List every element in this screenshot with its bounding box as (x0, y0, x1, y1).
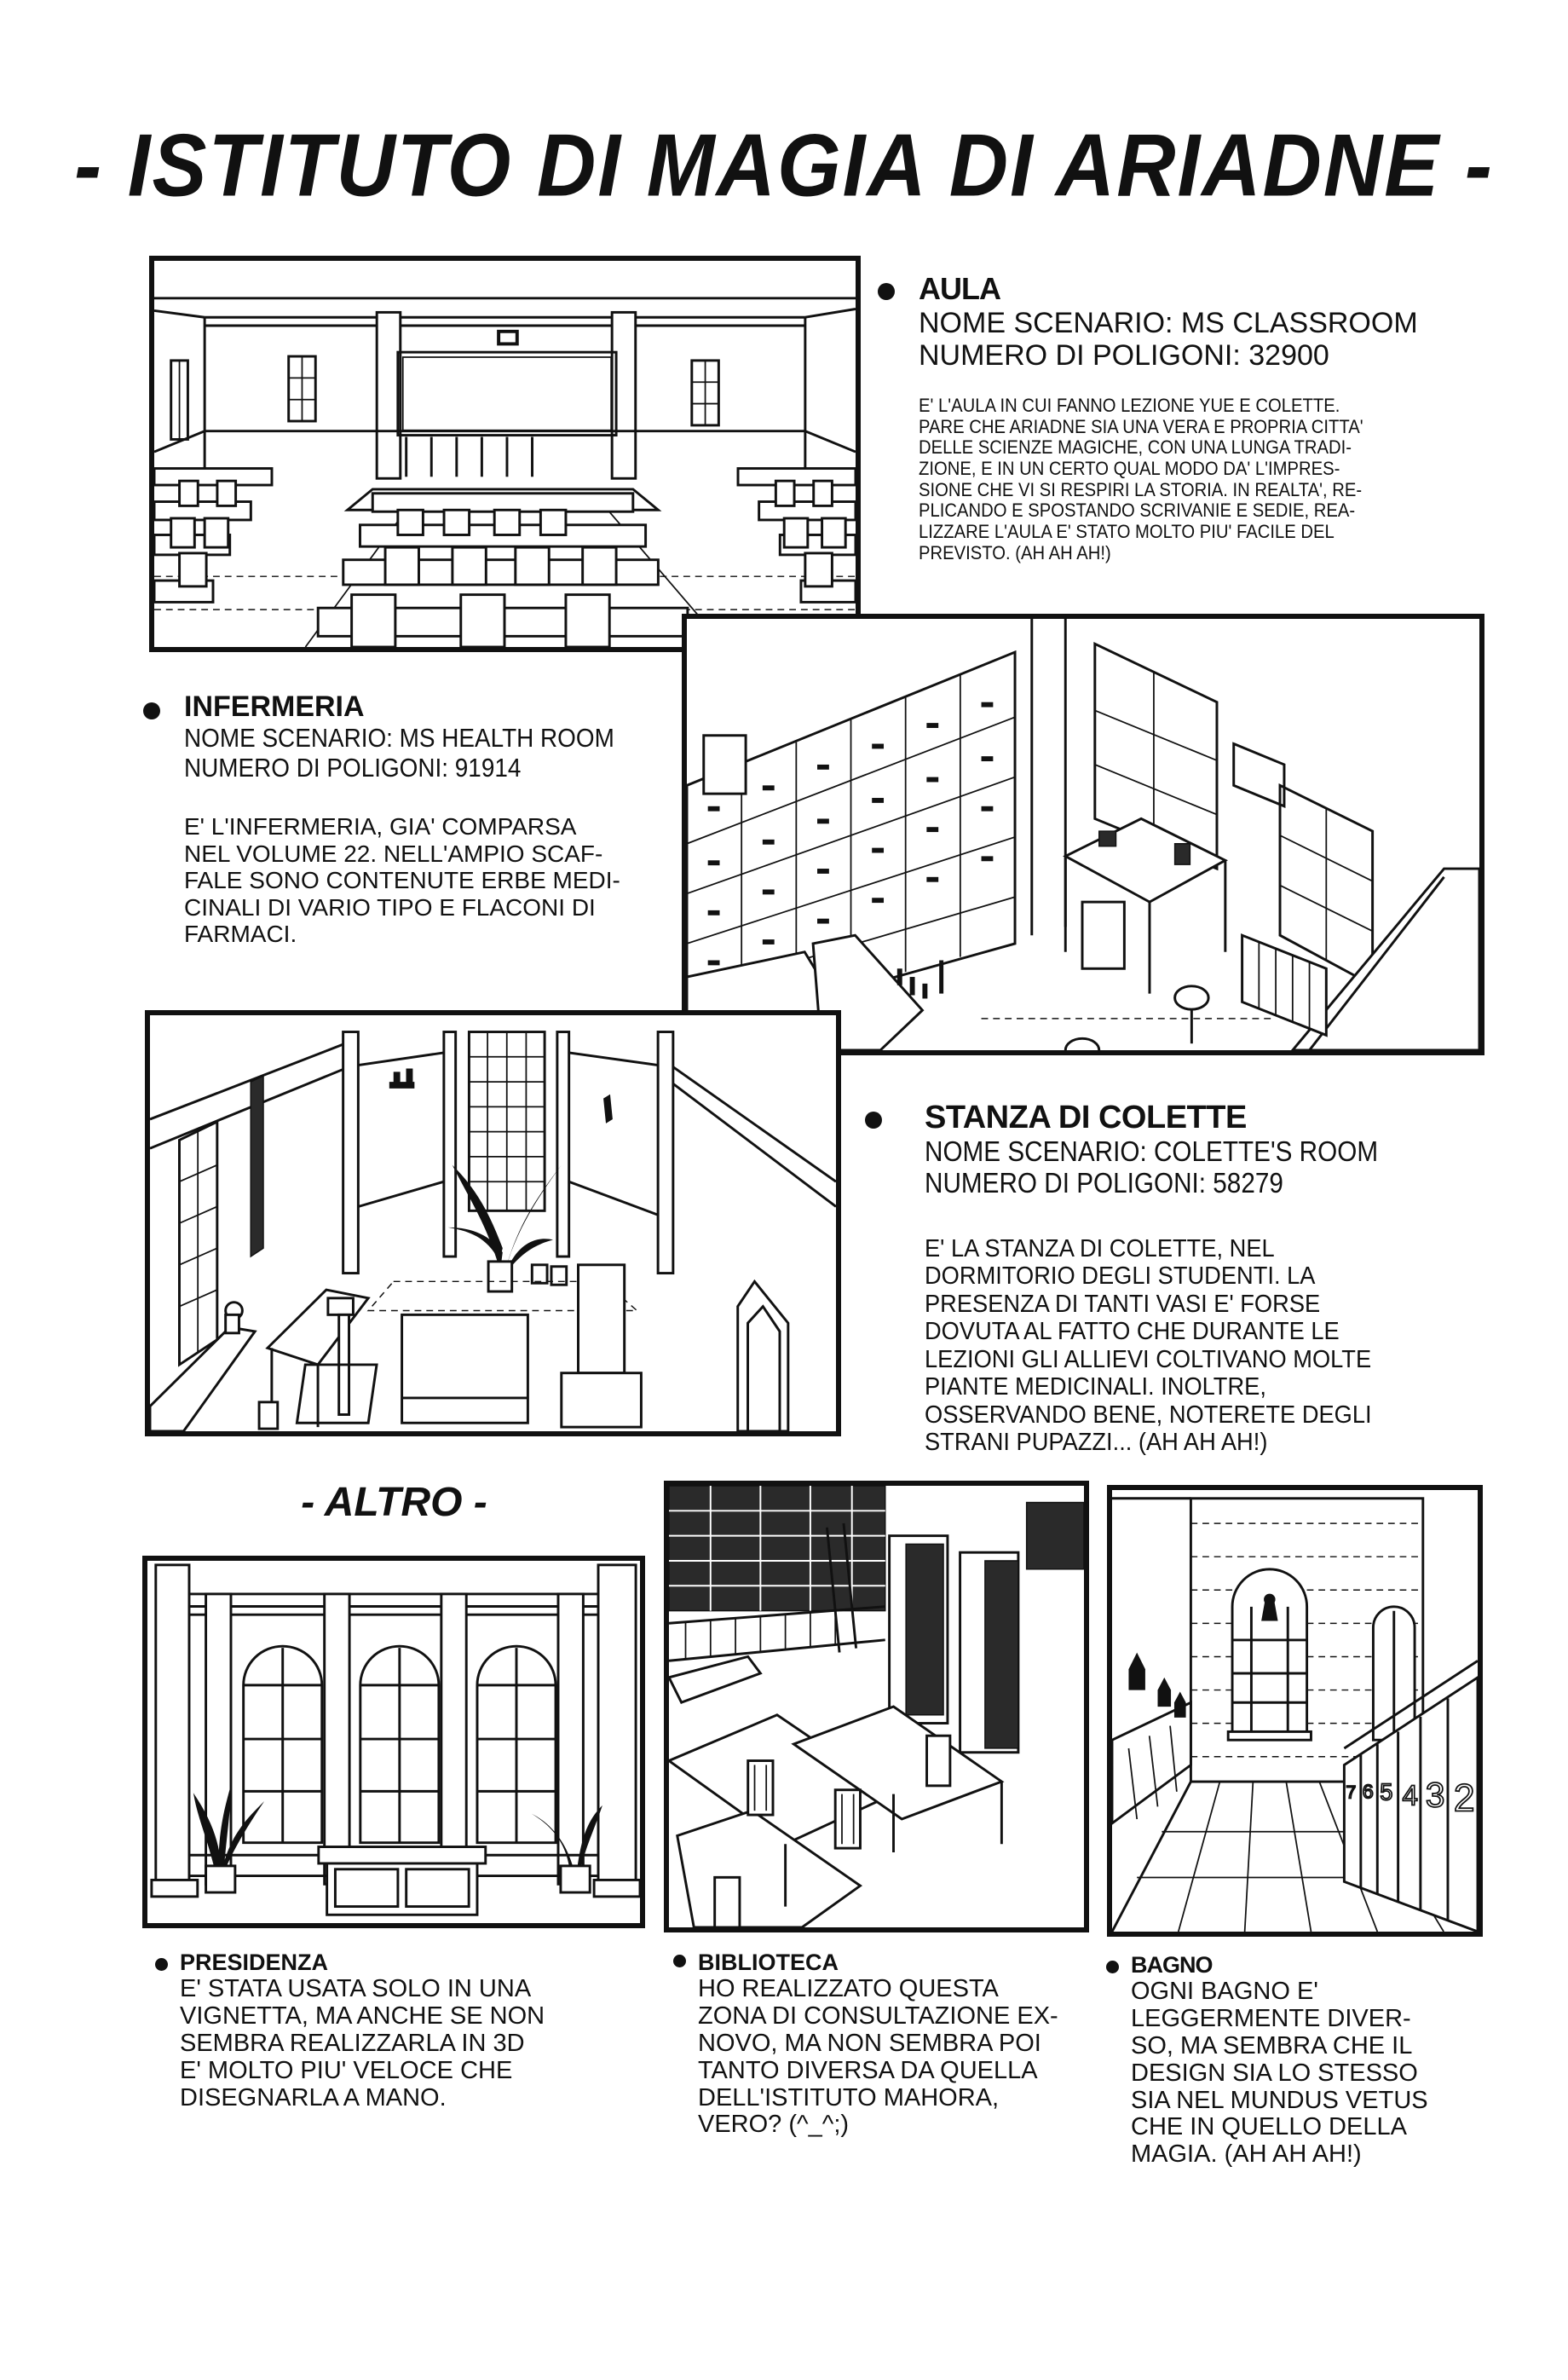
classroom-info: AULA NOME SCENARIO: MS CLASSROOM NUMERO … (878, 271, 1491, 563)
bathroom-illustration: 7 6 5 4 3 2 (1107, 1485, 1483, 1937)
room-description: E' L'AULA IN CUI FANNO LEZIONE YUE E COL… (919, 395, 1363, 563)
stall-number-3: 3 (1426, 1775, 1445, 1814)
page-title: - ISTITUTO DI MAGIA DI ARIADNE - (74, 116, 1494, 216)
colette-room-drawing (150, 1031, 836, 1431)
room-name: PRESIDENZA (180, 1950, 329, 1975)
scenario-name: NOME SCENARIO: MS CLASSROOM (919, 307, 1418, 339)
infirmary-drawing (687, 619, 1479, 1050)
library-illustration (664, 1481, 1089, 1932)
classroom-drawing (154, 297, 856, 647)
infirmary-illustration (682, 614, 1484, 1055)
stall-number-5: 5 (1380, 1779, 1392, 1805)
stall-number-2: 2 (1454, 1776, 1475, 1819)
room-name: INFERMERIA (184, 690, 365, 723)
stall-number-7: 7 (1346, 1782, 1356, 1803)
polygon-count: NUMERO DI POLIGONI: 58279 (925, 1166, 1283, 1199)
library-drawing (669, 1486, 1084, 1927)
polygon-count: NUMERO DI POLIGONI: 91914 (184, 752, 522, 783)
principal-office-drawing (150, 1563, 640, 1916)
room-description: OGNI BAGNO E' LEGGERMENTE DIVER- SO, MA … (1131, 1978, 1428, 2169)
infirmary-info: INFERMERIA NOME SCENARIO: MS HEALTH ROOM… (143, 690, 672, 947)
bathroom-drawing: 7 6 5 4 3 2 (1112, 1497, 1478, 1932)
stall-number-4: 4 (1402, 1780, 1417, 1811)
stall-number-6: 6 (1363, 1781, 1374, 1803)
room-description: E' STATA USATA SOLO IN UNA VIGNETTA, MA … (180, 1975, 545, 2111)
room-name: BIBLIOTECA (698, 1950, 839, 1975)
bathroom-info: BAGNO OGNI BAGNO E' LEGGERMENTE DIVER- S… (1106, 1952, 1498, 2169)
library-info: BIBLIOTECA HO REALIZZATO QUESTA ZONA DI … (673, 1950, 1099, 2139)
bullet-icon (155, 1958, 168, 1971)
bullet-icon (673, 1955, 686, 1967)
colette-room-illustration (145, 1010, 841, 1436)
scenario-name: NOME SCENARIO: COLETTE'S ROOM (925, 1135, 1379, 1167)
bullet-icon (143, 702, 160, 719)
principal-office-illustration (142, 1556, 645, 1928)
classroom-illustration (149, 256, 861, 652)
room-name: BAGNO (1131, 1952, 1213, 1978)
polygon-count: NUMERO DI POLIGONI: 32900 (919, 339, 1329, 373)
scenario-name: NOME SCENARIO: MS HEALTH ROOM (184, 723, 614, 753)
colette-room-info: STANZA DI COLETTE NOME SCENARIO: COLETTE… (865, 1100, 1479, 1457)
room-description: HO REALIZZATO QUESTA ZONA DI CONSULTAZIO… (698, 1975, 1058, 2139)
principal-office-info: PRESIDENZA E' STATA USATA SOLO IN UNA VI… (155, 1950, 649, 2111)
section-title-other: - ALTRO - (301, 1480, 487, 1525)
room-description: E' L'INFERMERIA, GIA' COMPARSA NEL VOLUM… (184, 813, 620, 947)
bullet-icon (1106, 1961, 1119, 1973)
bullet-icon (865, 1112, 882, 1129)
bullet-icon (878, 283, 895, 300)
room-name: AULA (919, 271, 1001, 306)
room-name: STANZA DI COLETTE (925, 1100, 1247, 1135)
room-description: E' LA STANZA DI COLETTE, NEL DORMITORIO … (925, 1234, 1372, 1457)
